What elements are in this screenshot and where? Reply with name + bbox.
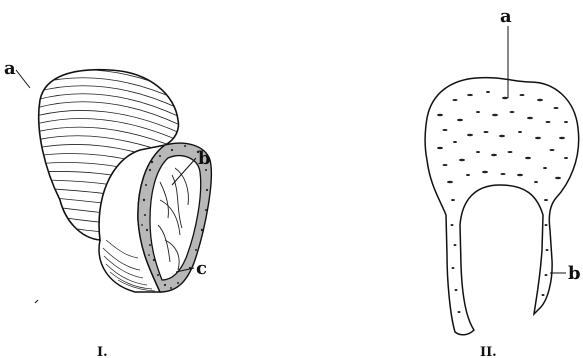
figure-I-caption: I. — [97, 345, 108, 358]
figure-II-caption: II. — [480, 345, 497, 358]
figure-II-label-b: b — [550, 263, 581, 284]
svg-text:a: a — [4, 58, 16, 79]
svg-text:c: c — [196, 258, 207, 279]
figure-II-section — [425, 78, 579, 335]
figure-I-dash-mark — [35, 300, 38, 303]
figure-I-shell — [36, 70, 211, 292]
figure-I-label-a: a — [4, 58, 30, 88]
svg-text:b: b — [198, 148, 211, 169]
svg-text:a: a — [500, 6, 512, 27]
svg-text:b: b — [568, 263, 581, 284]
